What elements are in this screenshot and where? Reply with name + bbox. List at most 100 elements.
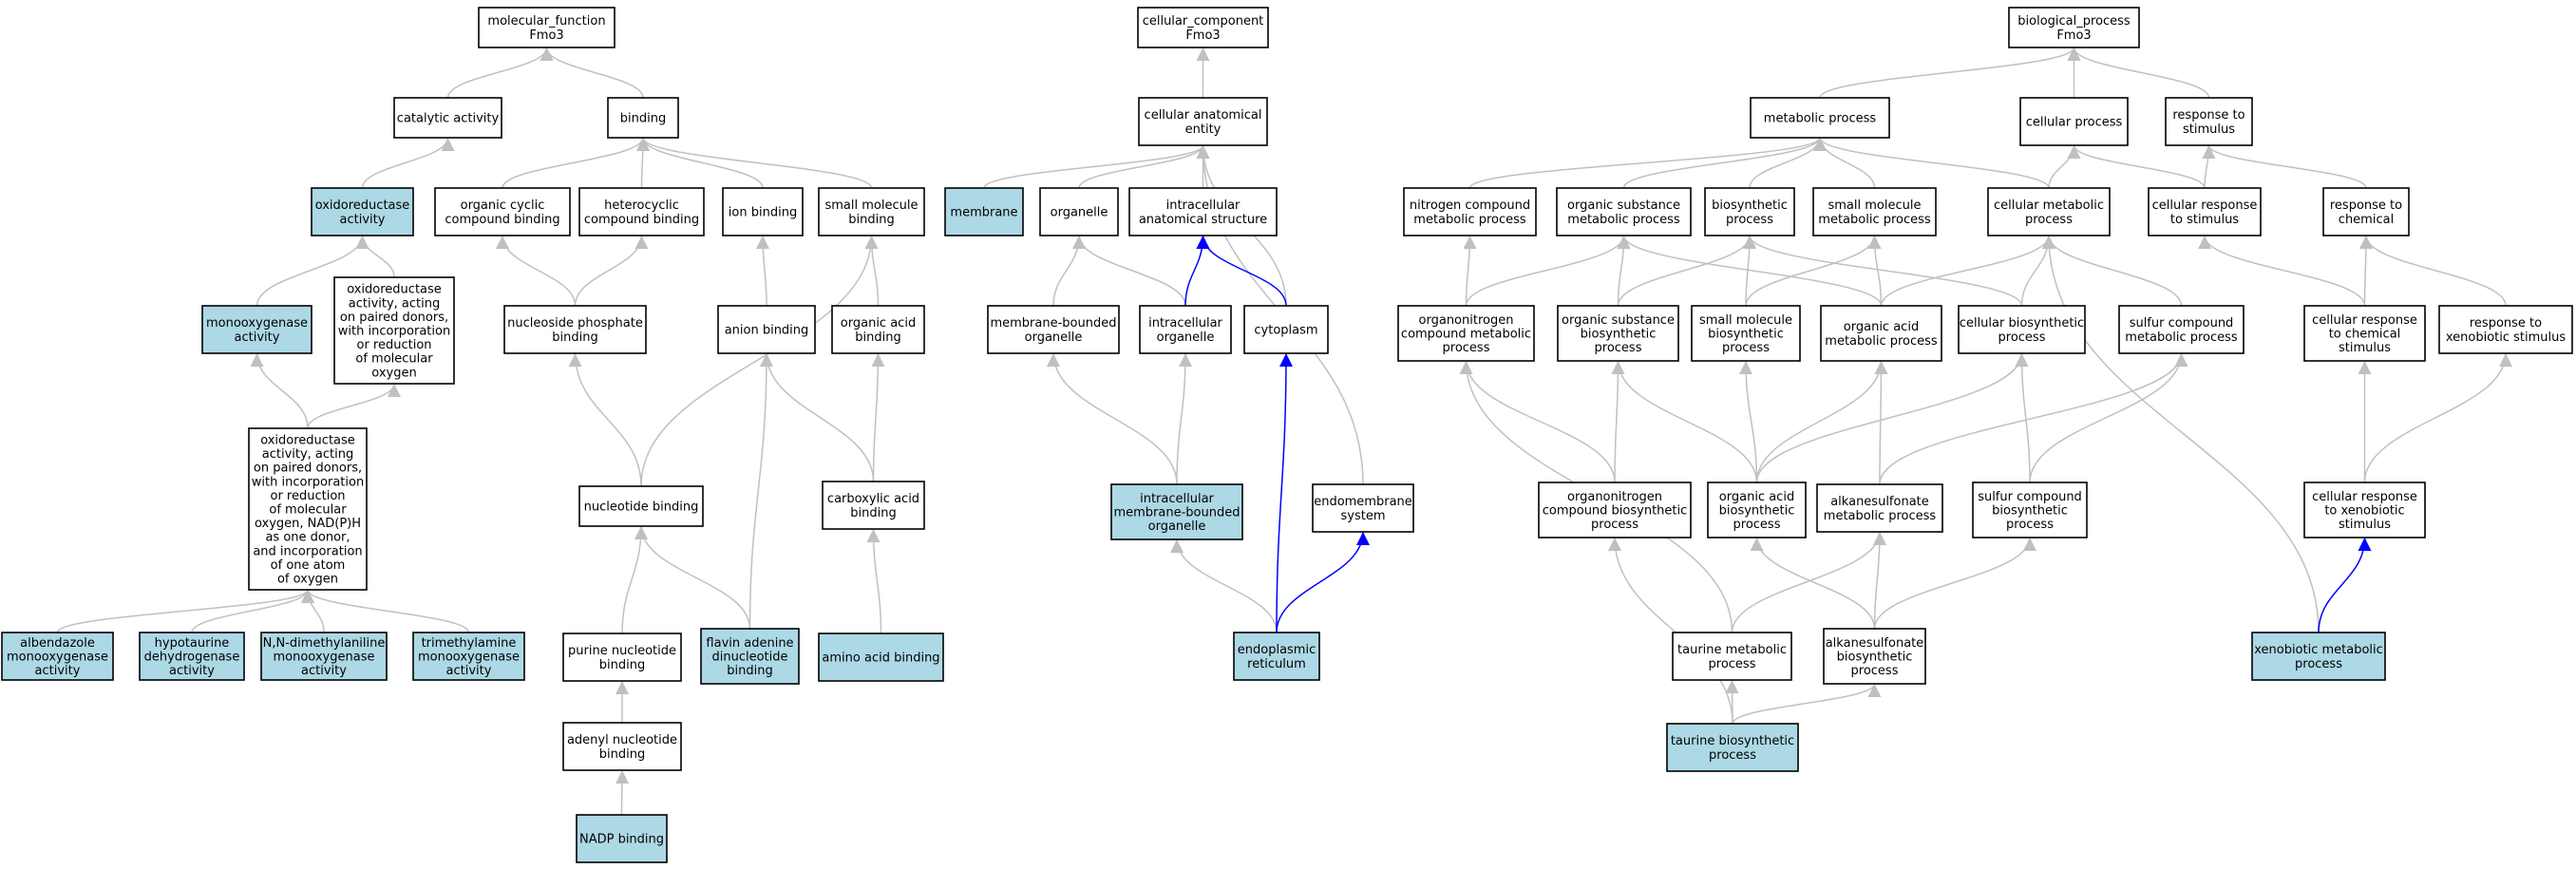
edge-nadp-binding-to-adenyl-binding — [615, 769, 629, 816]
node-label-line: taurine metabolic — [1677, 643, 1787, 657]
node-box — [2303, 482, 2426, 538]
go-term-node-binding: binding — [607, 97, 679, 139]
node-box — [1816, 483, 1943, 533]
edge-intra-mb-organelle-to-mb-organelle — [1047, 352, 1178, 485]
node-label-line: xenobiotic stimulus — [2446, 331, 2567, 345]
node-box — [987, 305, 1120, 354]
node-label-line: heterocyclic — [604, 198, 679, 213]
node-label-line: activity — [169, 664, 215, 678]
node-box — [1403, 187, 1537, 236]
node-label-line: cellular response — [2152, 198, 2258, 213]
node-label-line: trimethylamine — [422, 636, 517, 651]
node-label-line: xenobiotic metabolic — [2254, 643, 2383, 657]
node-label-line: process — [1726, 213, 1773, 227]
node-label-line: process — [1709, 748, 1756, 763]
edge-org-acid-bio-to-cell-bio — [1755, 352, 2029, 483]
edge-xeno-met-to-cell-met — [2042, 235, 2320, 633]
node-label-line: binding — [620, 112, 666, 126]
node-label-line: cellular_component — [1143, 14, 1264, 28]
node-label-line: oxidoreductase — [315, 198, 410, 213]
node-label-line: metabolic process — [1824, 509, 1937, 523]
node-label-line: compound binding — [445, 213, 559, 227]
node-label-line: small molecule — [825, 198, 919, 213]
node-label-line: metabolic process — [1413, 213, 1526, 227]
node-label-line: with incorporation — [252, 475, 364, 489]
node-label-line: organic cyclic — [461, 198, 545, 213]
node-label-line: cellular response — [2312, 490, 2417, 504]
edge-org-cyclic-to-binding — [502, 137, 650, 189]
node-label-line: activity — [301, 664, 347, 678]
node-label-line: biosynthetic — [1837, 651, 1913, 665]
node-label-line: entity — [1185, 123, 1222, 137]
node-box — [260, 632, 388, 681]
node-label-line: binding — [727, 664, 772, 678]
edge-fad-binding-to-anion-binding — [748, 352, 773, 630]
edge-small-mol-binding-to-binding — [636, 137, 873, 189]
node-label-line: oxygen — [371, 366, 416, 380]
node-box — [1538, 482, 1692, 538]
node-label-line: organic substance — [1567, 198, 1680, 213]
node-label-line: binding — [599, 658, 645, 672]
edge-org-subst-bio-to-biosynthetic — [1617, 235, 1756, 307]
node-label-line: organelle — [1051, 206, 1108, 220]
node-label-line: N,N-dimethylaniline — [263, 636, 386, 651]
edge-fad-binding-to-nucleotide-binding — [635, 525, 751, 630]
node-box — [1812, 187, 1937, 236]
node-box — [1128, 187, 1278, 236]
edge-nitrogen-met-to-metabolic — [1468, 137, 1827, 189]
node-label-line: process — [2006, 518, 2054, 532]
node-label-line: cellular biosynthetic — [1960, 316, 2084, 331]
edge-org-acid-met-to-org-subst-met — [1617, 235, 1883, 307]
node-label-line: flavin adenine — [706, 636, 793, 651]
node-label-line: metabolic process — [2125, 331, 2238, 345]
node-box — [1823, 628, 1926, 685]
node-box — [2008, 7, 2140, 48]
node-label-line: anion binding — [725, 324, 809, 338]
node-box — [1556, 187, 1692, 236]
node-label-line: system — [1341, 509, 1386, 523]
edge-intra-mb-organelle-to-intra-organelle — [1176, 352, 1192, 485]
node-label-line: activity — [340, 213, 386, 227]
node-box — [1691, 305, 1801, 362]
node-box — [1820, 305, 1942, 362]
node-label-line: biosynthetic — [1708, 328, 1784, 342]
node-label-line: organelle — [1025, 331, 1083, 345]
node-label-line: metabolic process — [1567, 213, 1680, 227]
node-label-line: intracellular — [1166, 198, 1241, 213]
edge-resp-stimulus-to-bp-root — [2067, 47, 2210, 99]
node-box — [1137, 7, 1269, 48]
node-label-line: activity — [235, 331, 280, 345]
node-label-line: and incorporation — [253, 544, 362, 558]
node-box — [201, 305, 313, 354]
node-box — [412, 632, 525, 681]
node-label-line: or reduction — [270, 489, 345, 503]
node-label-line: compound binding — [584, 213, 699, 227]
node-label-line: process — [1709, 657, 1756, 671]
node-box — [2165, 97, 2253, 146]
node-label-line: intracellular — [1140, 492, 1214, 506]
edge-er-to-intra-mb-organelle — [1170, 538, 1278, 633]
node-label-line: nucleotide binding — [584, 501, 699, 515]
node-label-line: process — [2025, 213, 2073, 227]
node-label-line: oxidoreductase — [347, 283, 442, 297]
node-label-line: with incorporation — [338, 325, 450, 339]
node-label-line: membrane — [950, 206, 1017, 220]
edge-organonitrogen-met-to-nitrogen-met — [1463, 235, 1477, 307]
go-term-node-ion-binding: ion binding — [722, 187, 804, 236]
node-label-line: compound metabolic — [1401, 328, 1531, 342]
node-label-line: organic acid — [1844, 320, 1919, 334]
